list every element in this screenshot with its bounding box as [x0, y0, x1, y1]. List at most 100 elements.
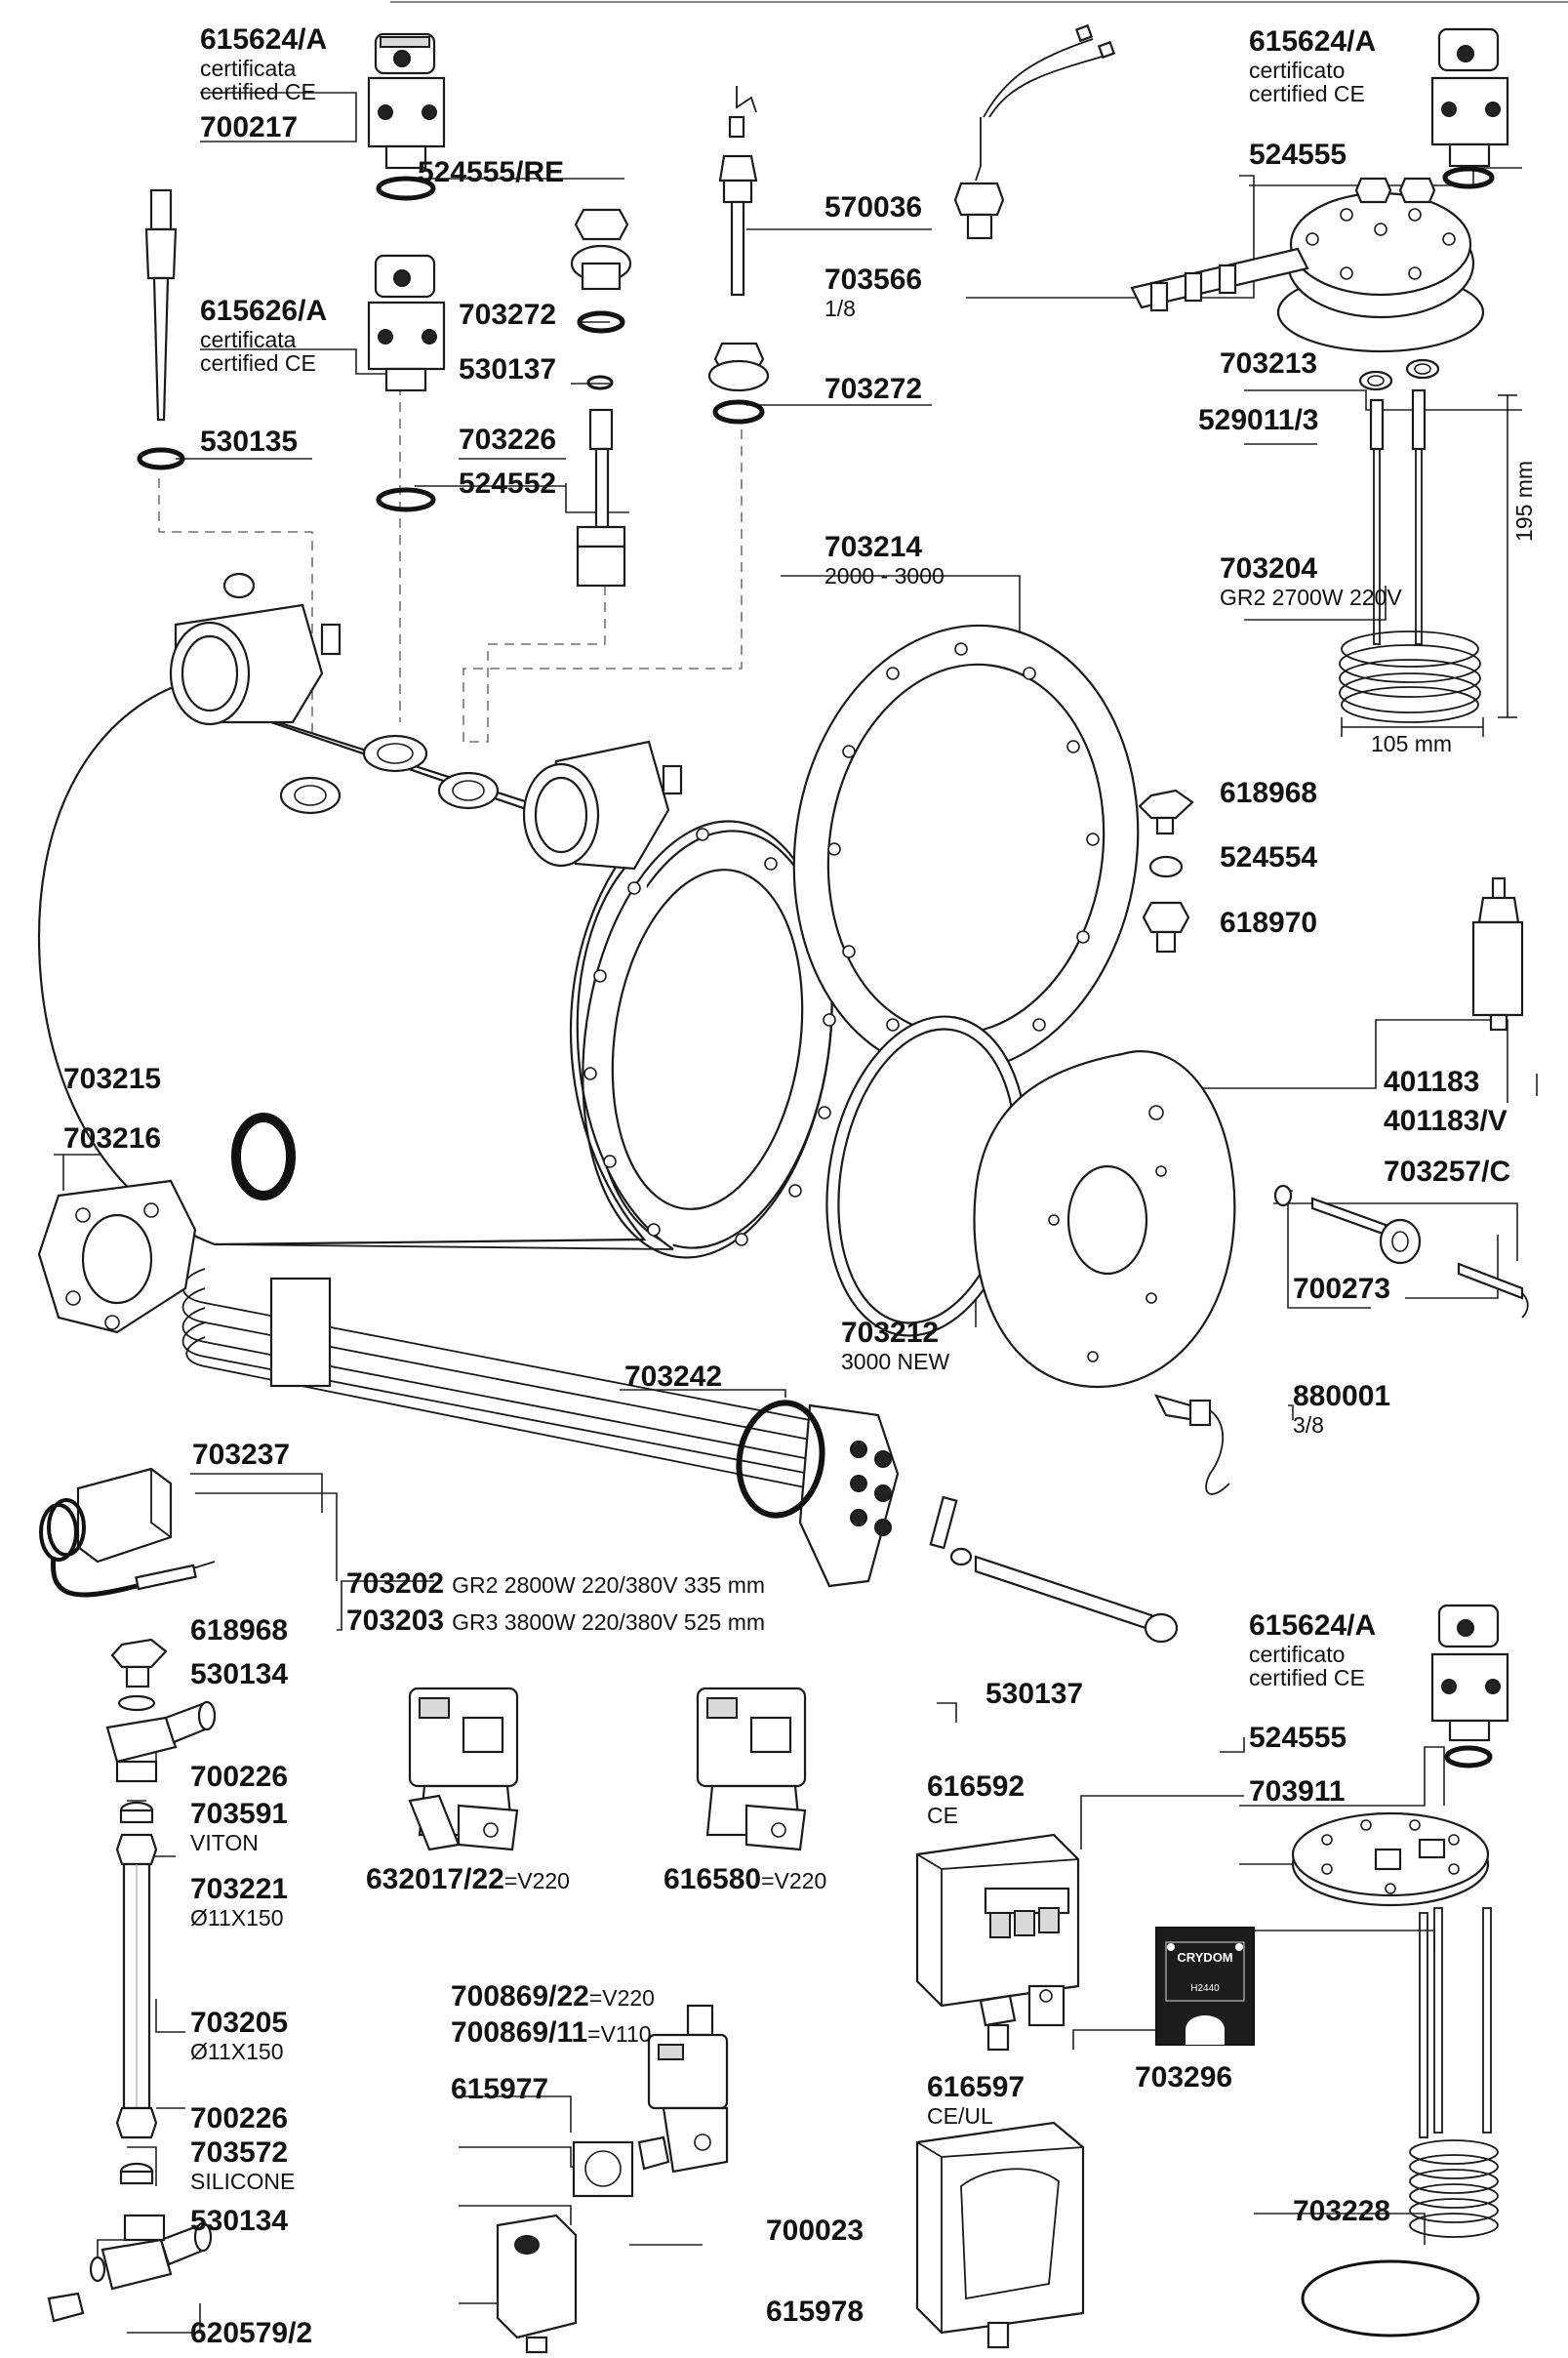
part-number: 700869/11=V110	[451, 2016, 652, 2049]
part-number: 700217	[200, 111, 298, 143]
part-number: 524555/RE	[418, 156, 564, 188]
label-620579-2: 620579/2	[190, 2317, 312, 2349]
part-note: certified CE	[1249, 1665, 1365, 1690]
heating-element-703202	[181, 1268, 958, 1588]
part-number: 615624/A	[1249, 25, 1376, 58]
boiler-top-fitting-left	[169, 572, 342, 726]
part-spec: =V110	[587, 2021, 651, 2047]
label-700217: 700217	[200, 111, 298, 143]
part-number: 530137	[985, 1678, 1083, 1710]
part-number: 703591	[190, 1798, 288, 1830]
part-note: Ø11X150	[190, 1905, 283, 1931]
fitting-700226-top	[105, 1700, 217, 1783]
probe-880001	[1153, 1394, 1230, 1495]
sight-glass-703221	[115, 1833, 158, 2139]
part-note: CE/UL	[927, 2103, 993, 2129]
thermostat-703237	[39, 1467, 216, 1598]
part-note: certificata	[200, 56, 297, 81]
part-note: certificato	[1249, 58, 1345, 83]
part-number: 703214	[824, 531, 922, 563]
o-ring-524555-bottom	[1444, 1745, 1493, 1768]
part-note: certified CE	[1249, 81, 1365, 106]
label-618968-left: 618968	[190, 1614, 288, 1647]
safety-valve-615624a-top-right	[1430, 27, 1509, 168]
part-number: 616597	[927, 2071, 1025, 2103]
part-number: 616592	[927, 1770, 1025, 1803]
part-spec: GR2 2800W 220/380V 335 mm	[452, 1572, 765, 1598]
safety-valve-615626a	[367, 254, 446, 392]
label-703215: 703215	[63, 1063, 161, 1095]
gasket-703214	[792, 624, 1140, 1075]
label-616580: 616580=V220	[663, 1863, 826, 1895]
dimension-marks: 195 mm 105 mm	[1341, 394, 1537, 756]
boiler-bosses	[279, 734, 500, 815]
part-note: 3/8	[1293, 1412, 1324, 1438]
label-529011-3: 529011/3	[1198, 404, 1318, 436]
part-note: VITON	[190, 1830, 259, 1855]
gasket-615977	[572, 2140, 634, 2198]
part-number: 703221	[190, 1873, 288, 1905]
part-number: 700869/22=V220	[451, 1980, 655, 2012]
part-number: 703212	[841, 1317, 939, 1349]
label-530135: 530135	[200, 426, 298, 458]
rod-530137	[949, 1547, 1179, 1644]
valve-618970	[1142, 901, 1190, 954]
solid-state-relay-703296: CRYDOM H2440	[1155, 1927, 1255, 2046]
pressurestat-616592	[915, 1833, 1080, 2052]
label-700023: 700023	[766, 2215, 864, 2247]
part-note: Ø11X150	[190, 2039, 283, 2064]
part-number: 615624/A	[1249, 1609, 1376, 1642]
solenoid-valve-632017	[408, 1687, 519, 1851]
label-618970: 618970	[1220, 907, 1317, 939]
part-number: 524554	[1220, 841, 1317, 874]
solenoid-valve-616580	[696, 1687, 807, 1851]
part-number: 618968	[190, 1614, 288, 1647]
label-524554: 524554	[1220, 841, 1317, 874]
part-note: CE	[927, 1803, 958, 1828]
label-703228: 703228	[1293, 2195, 1390, 2227]
part-number: 700273	[1293, 1273, 1390, 1305]
level-probe-703257c	[1273, 1184, 1529, 1319]
label-530134-top: 530134	[190, 1658, 288, 1690]
part-number: 703272	[824, 373, 922, 405]
dimension-height: 195 mm	[1511, 461, 1537, 542]
part-number: 615626/A	[200, 295, 327, 327]
label-700869-22: 700869/22=V220	[451, 1980, 655, 2012]
part-spec: GR3 3800W 220/380V 525 mm	[452, 1609, 765, 1635]
sensor-703566	[953, 23, 1116, 240]
label-700273: 700273	[1293, 1273, 1390, 1305]
part-number: 703272	[459, 299, 556, 331]
o-ring-524552	[376, 487, 436, 512]
gasket-703591	[119, 1801, 154, 1824]
part-note: 3000 NEW	[841, 1349, 950, 1374]
heating-element-703204	[1339, 388, 1481, 723]
part-number: 703204	[1220, 552, 1317, 585]
part-number: 615978	[766, 2296, 864, 2328]
label-703272-right: 703272	[824, 373, 922, 405]
label-703237: 703237	[192, 1439, 290, 1471]
heating-element-703228	[1409, 1907, 1499, 2238]
part-number: 703296	[1135, 2061, 1232, 2094]
label-524555-top: 524555	[1249, 139, 1347, 171]
part-number: 700023	[766, 2215, 864, 2247]
part-number: 880001	[1293, 1380, 1390, 1412]
part-number: 615977	[451, 2073, 548, 2105]
part-number: 703226	[459, 424, 556, 456]
part-number: 703566	[824, 264, 922, 296]
plug-618968-left	[110, 1638, 168, 1688]
part-number: 530135	[200, 426, 298, 458]
part-number: 703237	[192, 1439, 290, 1471]
part-number: 530137	[459, 353, 556, 386]
part-spec: =V220	[504, 1868, 570, 1893]
part-note: certificato	[1249, 1642, 1345, 1667]
gaskets-529011	[1358, 358, 1440, 391]
